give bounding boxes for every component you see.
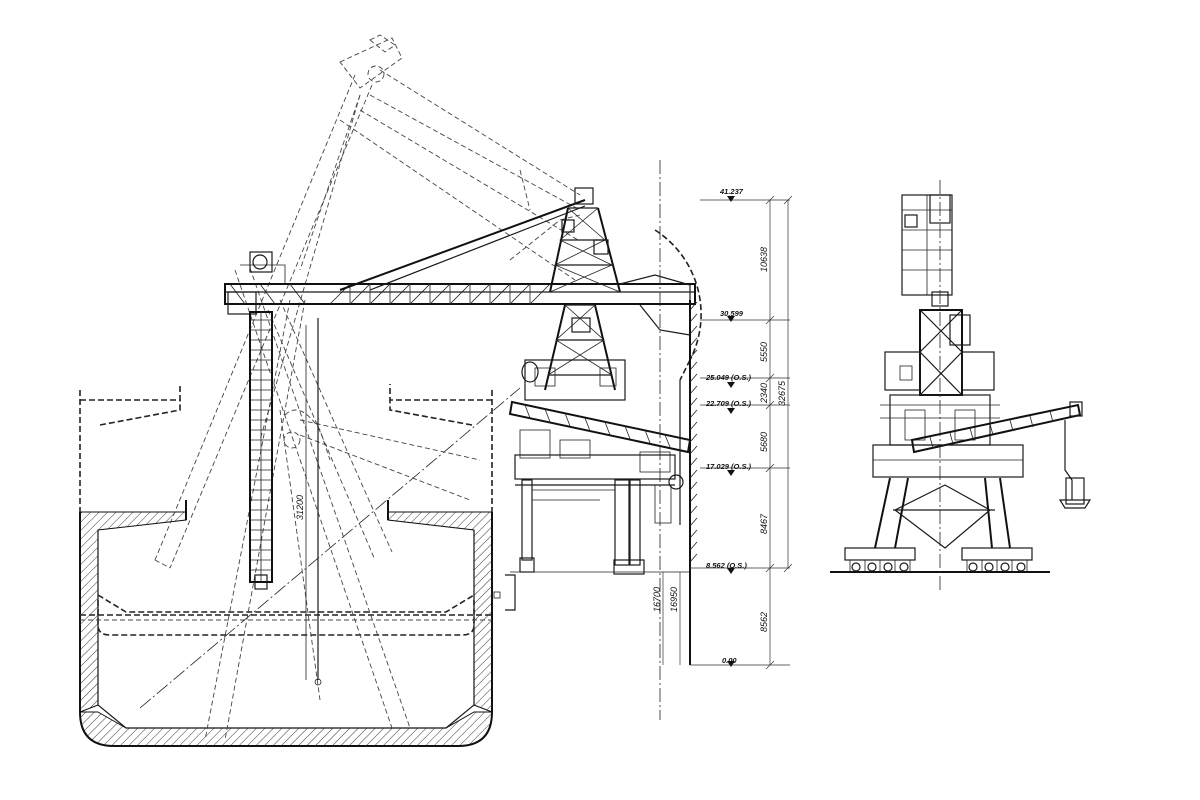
crane-front-elevation	[830, 180, 1092, 590]
elevation-22709: 22.709 (O.S.)	[705, 399, 752, 408]
dim-5680: 5680	[759, 432, 769, 452]
dim-2340: 2340	[759, 383, 769, 404]
elevation-labels: 41.237 30.599 25.049 (O.S.) 22.709 (O.S.…	[705, 187, 752, 665]
elevation-30599: 30.599	[720, 309, 744, 318]
dim-31200: 31200	[295, 495, 305, 520]
boom-sweep-positions	[154, 34, 702, 741]
dim-10638: 10638	[759, 247, 769, 272]
dim-5550: 5550	[759, 342, 769, 362]
dim-8467: 8467	[759, 513, 769, 534]
elevation-17029: 17.029 (O.S.)	[706, 462, 752, 471]
dim-16950: 16950	[669, 587, 679, 612]
dimension-lines	[662, 195, 793, 670]
ship-hull-section	[79, 384, 521, 747]
elevation-0: 0.00	[722, 656, 737, 665]
elevation-8562: 8.562 (O.S.)	[706, 561, 747, 570]
crane-side-elevation	[224, 160, 698, 720]
dim-32675: 32675	[777, 380, 787, 406]
dim-16700: 16700	[652, 587, 662, 612]
elevation-25049: 25.049 (O.S.)	[705, 373, 752, 382]
elevation-41237: 41.237	[719, 187, 744, 196]
dim-8562: 8562	[759, 612, 769, 632]
dimension-values: 10638 5550 2340 5680 8467 8562 32675 167…	[295, 247, 787, 632]
